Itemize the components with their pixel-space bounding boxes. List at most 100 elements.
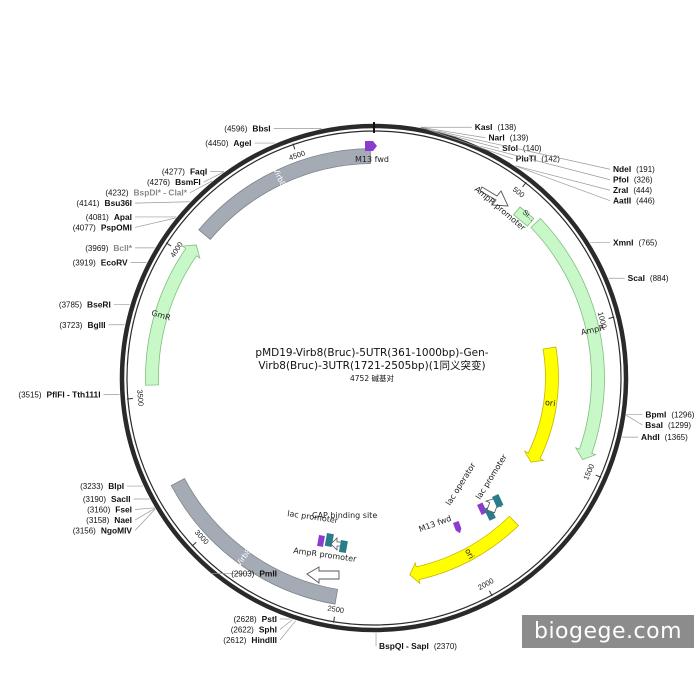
site-bpmi: BpmI (1296) xyxy=(626,409,695,419)
map-title-line1: pMD19-Virb8(Bruc)-5UTR(361-1000bp)-Gen- xyxy=(255,347,488,359)
site-name: HindIII xyxy=(251,635,277,645)
site-pluti: PluTI(142) xyxy=(421,127,560,164)
site-name: EcoRV xyxy=(101,258,128,268)
site-leader xyxy=(480,145,611,181)
site-leader xyxy=(420,126,486,139)
cap-binding-label: CAP binding site xyxy=(312,511,377,520)
tick-mark xyxy=(608,316,615,319)
site-position: (1299) xyxy=(668,421,691,430)
site-name: BlpI xyxy=(108,481,124,491)
site-name: NarI xyxy=(488,133,504,143)
site-name: PluTI xyxy=(516,154,536,164)
site-name: Bsu36I xyxy=(105,198,132,208)
m13-fwd-top-label: M13 fwd xyxy=(355,155,389,164)
site-position: (140) xyxy=(523,144,542,153)
ampr-promoter-bottom-label: AmpR promoter xyxy=(293,546,358,564)
site-position: (3160) xyxy=(87,506,110,515)
site-name: BclI* xyxy=(113,243,132,253)
tick-mark xyxy=(522,181,527,188)
site-position: (191) xyxy=(636,165,655,174)
site-position: (4141) xyxy=(76,199,99,208)
site-name: NgoMIV xyxy=(101,526,133,536)
site-name: BsaI xyxy=(645,420,663,430)
m13-fwd-bottom-label: M13 fwd xyxy=(418,514,453,534)
site-position: (4276) xyxy=(147,178,170,187)
site-name: BglII xyxy=(87,320,105,330)
site-position: (4277) xyxy=(162,168,185,177)
site-position: (3233) xyxy=(80,482,103,491)
site-leader xyxy=(134,217,176,228)
tick-mark xyxy=(595,474,602,478)
site-name: BspDI* - ClaI* xyxy=(134,188,188,198)
site-name: AgeI xyxy=(233,138,251,148)
site-position: (2370) xyxy=(434,642,457,651)
site-xmni: XmnI(765) xyxy=(590,238,657,248)
site-leader xyxy=(279,619,293,630)
site-bcli-: BclI*(3969) xyxy=(85,243,155,253)
feature-virb8-top xyxy=(198,148,372,241)
tick-mark xyxy=(292,143,296,150)
site-leader xyxy=(515,165,611,202)
site-position: (1296) xyxy=(671,410,694,419)
cap-binding-box xyxy=(338,540,348,554)
site-name: SacII xyxy=(111,494,131,504)
site-name: PmlI xyxy=(259,569,277,579)
site-name: ZraI xyxy=(613,185,628,195)
site-name: ApaI xyxy=(114,212,132,222)
ampr-promoter-top-arrow xyxy=(479,186,509,207)
site-nari: NarI (139) xyxy=(420,126,529,143)
site-name: SphI xyxy=(259,624,277,634)
site-sphi: SphI (2622) xyxy=(231,619,293,634)
tick-mark xyxy=(488,590,493,597)
site-position: (139) xyxy=(510,134,529,143)
site-position: (884) xyxy=(650,274,669,283)
site-position: (3919) xyxy=(73,259,96,268)
site-position: (4232) xyxy=(105,189,128,198)
site-position: (2622) xyxy=(231,625,254,634)
site-apai: ApaI(4081) xyxy=(86,212,177,222)
lac-promoter-right-label: lac promoter xyxy=(474,452,509,501)
site-leader xyxy=(189,180,213,193)
tick-mark xyxy=(333,616,335,623)
feature-ampr xyxy=(530,217,605,461)
feature-label-ori-outer: ori xyxy=(463,547,476,560)
site-fsei: FseI(3160) xyxy=(87,505,155,515)
site-naei: NaeI(3158) xyxy=(86,508,156,525)
feature-label-ori-inner: ori xyxy=(544,398,556,408)
site-bseri: BseRI(3785) xyxy=(59,300,130,310)
site-name: PstI xyxy=(262,614,277,624)
site-bspdi-clai-: BspDI* - ClaI* (4232) xyxy=(105,180,213,198)
site-scai: ScaI (884) xyxy=(608,273,669,283)
site-name: BpmI xyxy=(645,409,666,419)
tick-mark xyxy=(126,397,133,400)
site-name: PfoI xyxy=(613,175,629,185)
site-leader xyxy=(134,507,155,510)
site-leader xyxy=(421,127,513,160)
tick-label: 3500 xyxy=(135,389,145,406)
tick-label: 1000 xyxy=(596,311,609,329)
site-name: BseRI xyxy=(87,300,111,310)
site-position: (3156) xyxy=(73,527,96,536)
site-leader xyxy=(279,620,296,641)
watermark: biogege.com xyxy=(522,615,694,648)
site-name: BspQI - SapI xyxy=(379,641,429,651)
site-name: AatII xyxy=(613,196,631,206)
site-leader xyxy=(437,130,611,170)
lac-operator-left-box xyxy=(317,535,325,547)
site-name: ScaI xyxy=(628,273,645,283)
site-position: (326) xyxy=(634,176,653,185)
site-sacii: SacII(3190) xyxy=(83,494,150,504)
lac-operator-box xyxy=(477,502,488,515)
site-pmli: PmlI (2903) xyxy=(210,569,280,579)
site-agei: AgeI(4450) xyxy=(205,138,275,148)
site-name: NaeI xyxy=(114,515,132,525)
site-zrai: ZraI(444) xyxy=(515,165,652,195)
tick-label: 2500 xyxy=(327,604,345,616)
site-name: FaqI xyxy=(190,167,207,177)
feature-gmr xyxy=(145,244,201,386)
site-position: (4596) xyxy=(224,124,247,133)
site-bsmfi: BsmFI(4276) xyxy=(147,171,225,187)
site-psti: PstI(2628) xyxy=(234,614,291,624)
site-position: (2903) xyxy=(231,570,254,579)
